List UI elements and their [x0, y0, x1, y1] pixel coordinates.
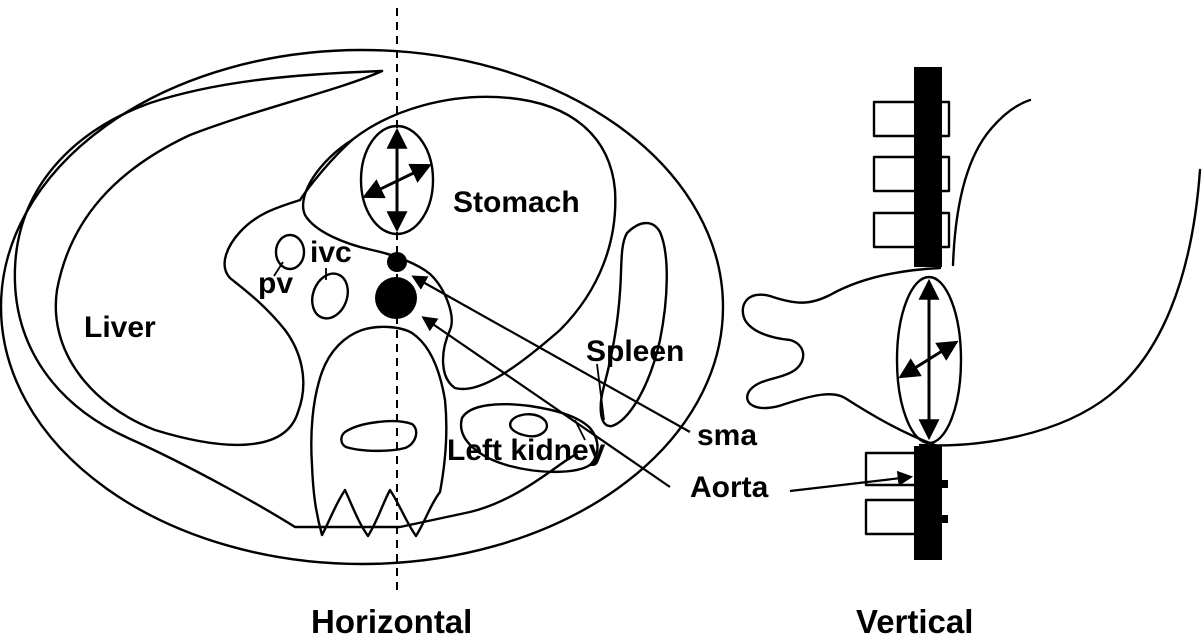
pv-label: pv: [258, 267, 293, 300]
body-wall-outer: [1, 50, 723, 564]
spine-notch-1: [938, 480, 948, 488]
ivc-label: ivc: [310, 236, 352, 269]
spleen-outline: [601, 223, 667, 426]
vertebra-outline: [311, 327, 446, 536]
spine-notch-2: [938, 515, 948, 523]
anterior-wall-lower: [920, 170, 1200, 445]
anterior-wall-upper: [953, 100, 1030, 265]
horizontal-title: Horizontal: [311, 603, 472, 638]
vertical-title: Vertical: [856, 603, 973, 638]
vertebral-canal: [341, 421, 416, 451]
aorta-vessel: [375, 277, 417, 319]
ivc-vessel: [306, 269, 354, 324]
horizontal-section: Liver Stomach Spleen Left kidney pv ivc …: [1, 8, 769, 638]
spine-lower: [914, 446, 942, 560]
vertical-section: Vertical: [743, 67, 1200, 638]
spine-upper: [914, 67, 942, 267]
liver-notch: [300, 140, 352, 200]
spleen-label: Spleen: [586, 335, 684, 368]
sma-label: sma: [697, 419, 757, 452]
portal-vein: [276, 235, 304, 269]
liver-label: Liver: [84, 311, 156, 344]
stomach-label: Stomach: [453, 186, 580, 219]
aorta-label: Aorta: [690, 471, 769, 504]
left-kidney-label: Left kidney: [447, 434, 606, 467]
kidney-inner: [510, 414, 547, 436]
